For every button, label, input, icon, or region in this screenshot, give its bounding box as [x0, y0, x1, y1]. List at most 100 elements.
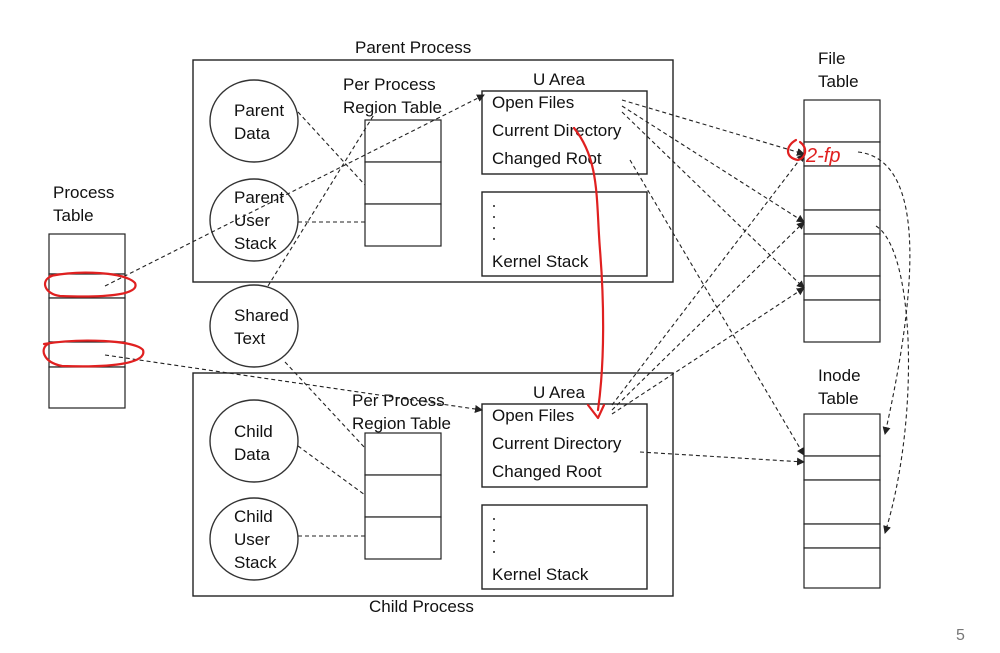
- file-entry-circle-annotation: [786, 138, 807, 162]
- child-region-table: [364, 432, 442, 560]
- shared-text-label-line1: Shared: [234, 306, 289, 325]
- child-data-label-line2: Data: [234, 445, 270, 464]
- region-table-entry: [364, 432, 442, 476]
- parent-stack-label-line1: Parent: [234, 188, 284, 207]
- region-table-entry: [364, 474, 442, 518]
- child-user-stack-region: [209, 497, 299, 581]
- red-annotations: 2-fp: [42, 126, 840, 420]
- process-to-parent-u-area-connector: [104, 94, 485, 287]
- file-table-entry: [803, 299, 881, 343]
- parent-u-area-title: U Area: [533, 70, 586, 89]
- file-table-entry: [803, 165, 881, 211]
- child-directory-to-inode-connector: [639, 451, 805, 466]
- child-u-area-box: [481, 403, 648, 488]
- parent-directory-to-inode-connector: [629, 159, 805, 456]
- child-open-files-connector-1: [611, 153, 805, 406]
- child-kernel-stack-label: Kernel Stack: [492, 565, 589, 584]
- inode-table-entry: [803, 413, 881, 457]
- parent-open-files-connector-3: [621, 111, 805, 289]
- parent-open-files-connector-2: [621, 105, 805, 223]
- child-region-table-title-line1: Per Process: [352, 391, 445, 410]
- process-table: [48, 233, 126, 409]
- child-stack-label-line2: User: [234, 530, 270, 549]
- parent-process-title: Parent Process: [355, 38, 471, 57]
- child-current-directory: Current Directory: [492, 434, 622, 453]
- inode-table-title-line2: Table: [818, 389, 859, 408]
- process-table-entry-parent: [48, 273, 126, 299]
- parent-current-directory: Current Directory: [492, 121, 622, 140]
- parent-region-table-title-line2: Region Table: [343, 98, 442, 117]
- parent-kernel-dots: [493, 205, 495, 240]
- parent-open-files: Open Files: [492, 93, 574, 112]
- parent-region-table: [364, 119, 442, 247]
- parent-kernel-stack-label: Kernel Stack: [492, 252, 589, 271]
- parent-data-region: [209, 79, 299, 163]
- parent-stack-label-line2: User: [234, 211, 270, 230]
- shared-text-label-line2: Text: [234, 329, 265, 348]
- parent-open-files-connector-1: [621, 99, 805, 156]
- child-u-area-title: U Area: [533, 383, 586, 402]
- child-kernel-dots: [493, 518, 495, 553]
- shared-text-parent-connector: [267, 112, 376, 287]
- child-entry-circle-annotation: [42, 339, 145, 368]
- parent-region-table-title-line1: Per Process: [343, 75, 436, 94]
- process-table-title-line2: Table: [53, 206, 94, 225]
- process-table-entry: [48, 233, 126, 275]
- page-number: 5: [956, 627, 965, 644]
- shared-text-region: [209, 284, 299, 368]
- parent-entry-circle-annotation: [43, 271, 137, 298]
- file-to-inode-connector-1: [857, 151, 911, 435]
- inode-table-entry: [803, 455, 881, 481]
- file-table-entry: [803, 209, 881, 235]
- child-changed-root: Changed Root: [492, 462, 602, 481]
- child-data-region: [209, 399, 299, 483]
- child-data-label-line1: Child: [234, 422, 273, 441]
- child-open-files: Open Files: [492, 406, 574, 425]
- parent-kernel-stack-box: [481, 191, 648, 277]
- inode-table-entry: [803, 523, 881, 549]
- parent-process-box: [192, 59, 674, 283]
- child-process-title: Child Process: [369, 597, 474, 616]
- file-table-entry: [803, 275, 881, 301]
- child-stack-label-line1: Child: [234, 507, 273, 526]
- file-table-title-line1: File: [818, 49, 845, 68]
- parent-data-label-line1: Parent: [234, 101, 284, 120]
- child-data-connector: [297, 445, 366, 496]
- file-to-inode-connector-2: [875, 225, 909, 534]
- child-region-table-title-line2: Region Table: [352, 414, 451, 433]
- inode-table: [803, 413, 881, 589]
- process-table-entry: [48, 297, 126, 343]
- file-table: [803, 99, 881, 343]
- connectors: [104, 94, 911, 537]
- child-open-files-connector-2: [611, 221, 805, 411]
- curve-arrowhead-annotation: [586, 403, 606, 420]
- file-table-title-line2: Table: [818, 72, 859, 91]
- child-stack-label-line3: Stack: [234, 553, 277, 572]
- inode-table-entry: [803, 547, 881, 589]
- child-process-box: [192, 372, 674, 597]
- shared-file-curve-annotation: [572, 126, 605, 412]
- file-table-entry: [803, 233, 881, 277]
- process-to-child-u-area-connector: [104, 354, 483, 413]
- parent-data-connector: [297, 111, 366, 186]
- shared-text-child-connector: [284, 361, 366, 449]
- parent-u-area-box: [481, 90, 648, 175]
- child-open-files-connector-3: [611, 287, 805, 415]
- region-table-entry: [364, 516, 442, 560]
- reference-count-annotation: 2-fp: [805, 145, 840, 167]
- parent-stack-label-line3: Stack: [234, 234, 277, 253]
- child-kernel-stack-box: [481, 504, 648, 590]
- parent-changed-root: Changed Root: [492, 149, 602, 168]
- inode-table-entry: [803, 479, 881, 525]
- process-table-entry-child: [48, 341, 126, 368]
- inode-table-title-line1: Inode: [818, 366, 861, 385]
- process-table-entry: [48, 366, 126, 409]
- region-table-entry: [364, 119, 442, 163]
- process-table-title-line1: Process: [53, 183, 114, 202]
- parent-data-label-line2: Data: [234, 124, 270, 143]
- file-table-entry: [803, 99, 881, 143]
- region-table-entry: [364, 203, 442, 247]
- region-table-entry: [364, 161, 442, 205]
